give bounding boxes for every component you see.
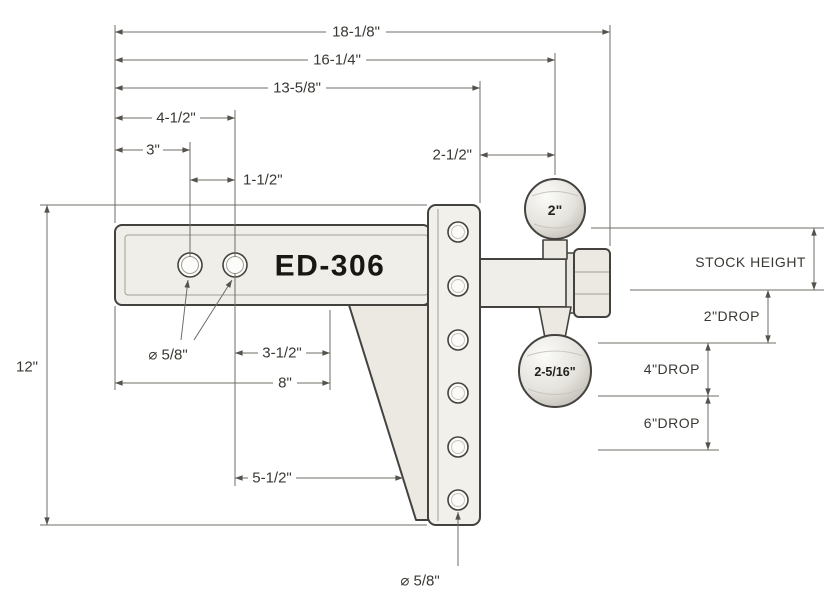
dimension-labels: 18-1/8" 16-1/4" 13-5/8" 4-1/2" 3" 1-1/2"… [16, 24, 806, 590]
dim-shank-hole-diameter: ⌀ 5/8" [148, 347, 187, 364]
dim-first-hole-offset: 3" [146, 142, 160, 159]
washer [565, 252, 575, 314]
model-label: ED-306 [275, 250, 386, 283]
dim-channel-to-ball: 2-1/2" [432, 147, 472, 164]
dim-gusset-edge: 5-1/2" [252, 470, 292, 487]
dim-hole-to-gusset: 3-1/2" [262, 345, 302, 362]
bottom-ball-size-label: 2-5/16" [534, 365, 575, 379]
shank-tube: ED-306 [114, 224, 431, 306]
bottom-ball-assembly: 2-5/16" [518, 306, 592, 408]
dim-overall-length: 18-1/8" [332, 24, 380, 41]
dim-hole-spacing: 1-1/2" [243, 172, 283, 189]
ball-neck [538, 306, 572, 339]
top-ball-assembly: 2" [524, 178, 586, 260]
dim-second-hole-offset: 4-1/2" [156, 110, 196, 127]
dim-length-to-channel: 13-5/8" [273, 80, 321, 97]
label-stock-height: STOCK HEIGHT [695, 254, 806, 270]
label-4in-drop: 4"DROP [644, 361, 700, 377]
label-6in-drop: 6"DROP [644, 415, 700, 431]
dim-length-to-ball-center: 16-1/4" [313, 52, 361, 69]
top-ball-size-label: 2" [548, 202, 562, 218]
dimension-lines [44, 29, 817, 566]
hitch-ball-2in [524, 178, 586, 240]
label-2in-drop: 2"DROP [704, 308, 760, 324]
dim-channel-hole-diameter: ⌀ 5/8" [400, 573, 439, 590]
gusset-wedge [348, 304, 429, 521]
ball-mount-bar [479, 248, 611, 318]
hex-nut [573, 248, 611, 318]
dim-shank-length: 8" [278, 375, 292, 392]
dim-overall-height: 12" [16, 359, 38, 376]
adjustment-channel [427, 204, 481, 526]
channel-holes [447, 221, 469, 511]
ball-riser [542, 239, 568, 260]
